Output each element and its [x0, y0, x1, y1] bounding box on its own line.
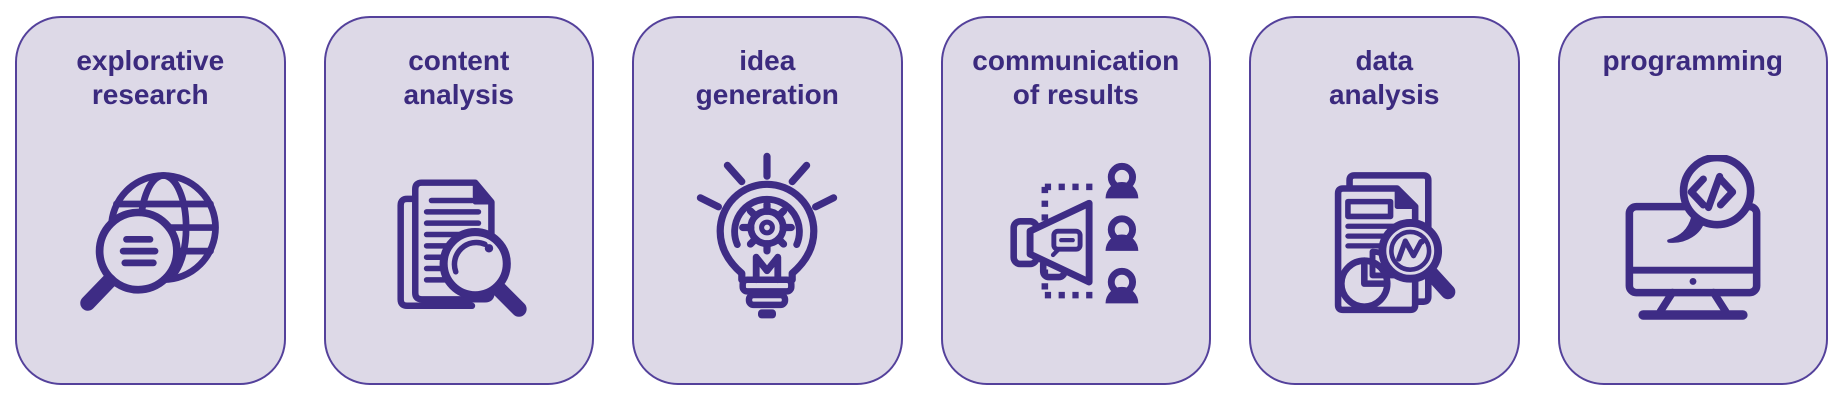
megaphone-audience-icon: [994, 114, 1158, 383]
card-communication-of-results: communication of results: [940, 16, 1211, 385]
card-idea-generation: idea generation: [632, 16, 903, 385]
card-explorative-research: explorative research: [15, 16, 286, 385]
card-title-line: analysis: [1328, 79, 1440, 110]
document-search-icon: [378, 114, 540, 383]
card-title: content analysis: [334, 44, 585, 114]
card-title-line: programming: [1602, 45, 1783, 76]
skills-card-row: explorative research content analysis: [15, 16, 1828, 385]
globe-search-icon: [66, 114, 234, 383]
card-title: data analysis: [1259, 44, 1510, 114]
report-chart-search-icon: [1302, 114, 1466, 383]
card-title-line: generation: [695, 79, 839, 110]
card-title-line: data: [1355, 45, 1414, 76]
card-title-line: idea: [739, 45, 796, 76]
card-title: idea generation: [642, 44, 893, 114]
lightbulb-gear-icon: [677, 114, 857, 383]
card-title-line: explorative: [76, 45, 225, 76]
card-programming: programming: [1557, 16, 1828, 385]
card-title: explorative research: [25, 44, 276, 114]
card-data-analysis: data analysis: [1249, 16, 1520, 385]
monitor-code-icon: [1607, 114, 1779, 383]
card-title-line: of results: [1012, 79, 1139, 110]
card-title: communication of results: [951, 44, 1202, 114]
card-title: programming: [1568, 44, 1819, 114]
card-title-line: communication: [972, 45, 1180, 76]
card-content-analysis: content analysis: [323, 16, 594, 385]
card-title-line: research: [91, 79, 209, 110]
card-title-line: analysis: [403, 79, 515, 110]
card-title-line: content: [408, 45, 510, 76]
